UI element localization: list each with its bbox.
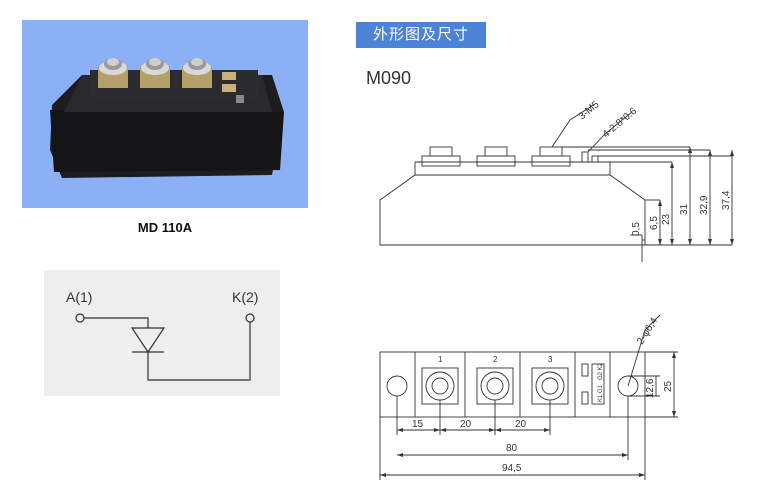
dim-31: 31	[679, 203, 690, 215]
product-photo	[22, 20, 308, 208]
dim-20-a: 20	[460, 419, 472, 430]
dim-15: 15	[412, 419, 424, 430]
hole-callout: 2-φ6,4	[635, 316, 660, 347]
dim-12-6: 12,6	[645, 378, 656, 398]
module-illustration	[50, 58, 284, 178]
dim-32-9: 32,9	[699, 195, 710, 215]
gate-tab	[222, 84, 236, 92]
model-label: MD 110A	[137, 220, 193, 235]
dim-6-5: 6,5	[649, 216, 660, 230]
dim-25: 25	[663, 380, 674, 392]
dim-23: 23	[661, 213, 672, 225]
terminal-number-3: 3	[548, 355, 553, 364]
tab-callout: 4-2.8*0.6	[601, 106, 639, 141]
outline-drawing: 3-M5 4-2.8*0.6 0,5 6,5 23 31 32,9 37,4 1…	[379, 99, 734, 480]
anode-terminal	[75, 313, 85, 323]
diode-triangle	[130, 327, 166, 354]
dim-20-b: 20	[515, 419, 527, 430]
dim-80: 80	[506, 443, 518, 454]
terminal-screw-1	[98, 58, 128, 88]
gate-label-k1: K1 G1	[598, 384, 604, 402]
side-view	[379, 103, 733, 262]
dim-0-5: 0,5	[631, 222, 642, 236]
terminal-screw-2	[140, 58, 170, 88]
section-header: 外形图及尺寸	[356, 22, 486, 48]
terminal-number-2: 2	[493, 355, 498, 364]
anode-label: A(1)	[66, 289, 92, 305]
thread-callout: 3-M5	[577, 99, 602, 122]
top-view	[379, 314, 678, 480]
gate-tab	[222, 72, 236, 80]
package-code: M090	[366, 68, 412, 88]
diode-schematic: A(1) K(2)	[66, 289, 258, 381]
cathode-label: K(2)	[232, 289, 258, 305]
terminal-number-1: 1	[438, 355, 443, 364]
dim-37-4: 37,4	[721, 190, 732, 210]
circuit-symbol-panel: A(1) K(2)	[44, 270, 280, 396]
gate-label-g2: G2 K2	[598, 362, 604, 380]
terminal-screw-3	[182, 58, 212, 88]
cathode-terminal	[245, 313, 255, 323]
dim-94-5: 94,5	[502, 463, 522, 474]
